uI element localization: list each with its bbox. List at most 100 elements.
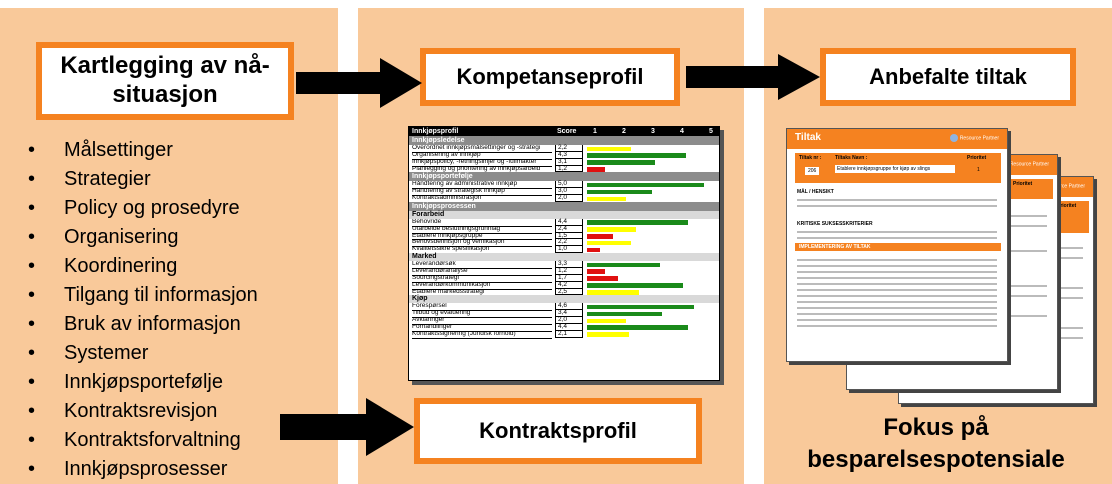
bullet-dot: • xyxy=(28,429,36,451)
bullet-item: •Strategier xyxy=(28,165,338,194)
bullet-text: Bruk av informasjon xyxy=(64,313,241,335)
bullet-dot: • xyxy=(28,284,36,306)
profile-row-label: Behovsdefinisjon og verifikasjon xyxy=(412,239,552,248)
kompetanseprofil-table: Innkjøpsprofil Score 1 2 3 4 5 Innkjøpsl… xyxy=(408,126,720,381)
profile-row-score: 1,2 xyxy=(555,267,583,275)
profile-row-score: 1,2 xyxy=(555,165,583,173)
profile-score-bar xyxy=(587,220,689,225)
bullet-text: Målsettinger xyxy=(64,139,173,161)
profile-row-label: Etablere innkjøpsgruppe xyxy=(412,233,552,241)
profile-row-score: 2,5 xyxy=(555,288,583,296)
doc-col-tiltak-nr: Tiltak nr : xyxy=(799,155,822,161)
doc-maal-heading: MÅL / HENSIKT xyxy=(797,189,834,195)
anbefalte-tiltak-title-box: Anbefalte tiltak xyxy=(820,48,1076,106)
doc-kritisk-heading: KRITISKE SUKSESSKRITERIER xyxy=(797,221,873,227)
profile-row-score: 1,5 xyxy=(555,232,583,240)
profile-row-score: 2,0 xyxy=(555,194,583,202)
kartlegging-title: Kartlegging av nå-situasjon xyxy=(60,52,270,108)
bullet-dot: • xyxy=(28,197,36,219)
profile-score-bar xyxy=(587,311,663,317)
profile-row-label: Organisering av innkjøp xyxy=(412,152,552,160)
profile-row-score: 2,1 xyxy=(555,330,583,338)
profile-row-score: 4,2 xyxy=(555,281,583,289)
profile-row-label: Leverandørkommunikasjon xyxy=(412,282,552,290)
bullet-dot: • xyxy=(28,168,36,190)
profile-row-label: Leverandøranalyse xyxy=(412,268,552,276)
profile-score-bar xyxy=(587,146,632,151)
profile-row-label: Overordnet innkjøpsmålsettinger og -stra… xyxy=(412,145,552,153)
profile-row-score: 3,4 xyxy=(555,309,583,318)
profile-subsection: Kjøp xyxy=(409,295,719,304)
profile-row-score: 3,1 xyxy=(555,158,583,166)
profile-score-bar xyxy=(587,227,637,232)
profile-row: Overordnet innkjøpsmålsettinger og -stra… xyxy=(409,144,719,153)
profile-row-label: Forespørsel xyxy=(412,303,552,312)
kartlegging-title-box: Kartlegging av nå-situasjon xyxy=(36,42,294,120)
profile-section-label: Innkjøpsprosessen xyxy=(412,202,476,210)
profile-scale-5: 5 xyxy=(709,128,713,135)
doc-col-prioritet: Prioritet xyxy=(967,155,987,161)
fokus-caption: Fokus på besparelsespotensiale xyxy=(807,414,1065,474)
bullet-text: Tilgang til informasjon xyxy=(64,284,258,306)
doc-header: Tiltak Resource Partner xyxy=(787,129,1007,149)
profile-score-bar xyxy=(587,262,660,268)
bullet-dot: • xyxy=(28,255,36,277)
profile-subsection-label: Forarbeid xyxy=(412,210,445,218)
profile-header-score: Score xyxy=(557,128,577,135)
bullet-item: • Koordinering xyxy=(28,252,338,281)
doc-prioritet-cell xyxy=(1007,179,1053,199)
bullet-text: Koordinering xyxy=(64,255,178,277)
logo-icon xyxy=(949,134,958,142)
bullet-dot: • xyxy=(28,400,36,422)
profile-row-score: 2,0 xyxy=(555,316,583,324)
doc-prioritet-label: Prioritet xyxy=(1013,181,1033,187)
profile-header-label: Innkjøpsprofil xyxy=(412,128,459,135)
bullet-item: •Systemer xyxy=(28,339,338,368)
bullet-text: Kontraktsrevisjon xyxy=(64,400,218,422)
profile-scale-2: 2 xyxy=(622,128,626,135)
bullet-dot: • xyxy=(28,139,36,161)
doc-prioritet-label: Prioritet xyxy=(1057,203,1077,209)
profile-row-score: 3,3 xyxy=(555,260,583,268)
profile-score-bar xyxy=(587,304,694,310)
profile-row-score: 2,2 xyxy=(555,144,583,152)
profile-row-label: Avklaringer xyxy=(412,317,552,325)
bullet-item: • Kontraktsrevisjon xyxy=(28,397,338,426)
profile-row-label: Kontraktssignering (Juridisk forhold) xyxy=(412,331,552,339)
profile-row-label: Innkjøpspolicy, -retningslinjer og -full… xyxy=(412,159,552,167)
bullet-dot: • xyxy=(28,313,36,335)
profile-scale-4: 4 xyxy=(680,128,684,135)
bullet-text: Innkjøpsportefølje xyxy=(64,371,223,393)
doc-navn: Etablere innkjøpsgruppe for kjøp av slin… xyxy=(835,165,955,173)
profile-score-bar xyxy=(587,160,655,165)
profile-score-bar xyxy=(587,247,600,253)
profile-row-label: Utarbeide beslutningsgrunnlag xyxy=(412,226,552,234)
profile-row-label: Håndtering av administrative innkjøp xyxy=(412,181,552,190)
profile-section-label: Innkjøpsportefølje xyxy=(412,173,473,181)
doc-logo: Resource Partner xyxy=(949,134,999,142)
bullet-text: Organisering xyxy=(64,226,179,248)
bullet-dot: • xyxy=(28,226,36,248)
bullet-item: • Tilgang til informasjon xyxy=(28,281,338,310)
doc-impl-band xyxy=(795,243,1001,251)
doc-col-tiltak-navn: Tiltaks Navn : xyxy=(835,155,868,161)
kontraktsprofil-title: Kontraktsprofil xyxy=(479,417,637,443)
profile-score-bar xyxy=(587,240,632,246)
profile-subsection: Forarbeid xyxy=(409,210,719,219)
profile-section: Innkjøpsprosessen xyxy=(409,201,719,211)
profile-row: Kontraktssignering (Juridisk forhold)2,1 xyxy=(409,330,719,339)
profile-score-bar xyxy=(587,318,626,324)
bullet-text: Policy og prosedyre xyxy=(64,197,240,219)
